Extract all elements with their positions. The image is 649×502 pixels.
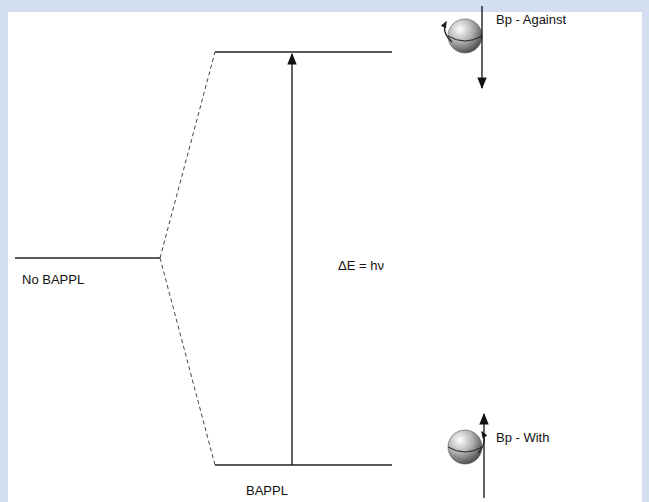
spin-sphere <box>448 430 484 464</box>
field-arrow <box>481 6 482 88</box>
zero-field-level <box>15 257 160 258</box>
splitting-line <box>160 52 215 258</box>
transition-arrow <box>291 54 292 465</box>
zero-field-label: No BAPPL <box>22 272 84 287</box>
energy-gap-label: ΔE = hν <box>338 258 384 273</box>
field-direction-label: Bp - With <box>496 430 549 445</box>
white-panel <box>8 12 642 502</box>
spin-sphere <box>444 19 482 53</box>
applied-field-label: BAPPL <box>246 483 288 498</box>
upper-level <box>215 51 392 52</box>
lower-level <box>215 464 392 465</box>
field-direction-label: Bp - Against <box>496 12 566 27</box>
field-arrow <box>483 414 484 498</box>
splitting-line <box>160 258 215 465</box>
